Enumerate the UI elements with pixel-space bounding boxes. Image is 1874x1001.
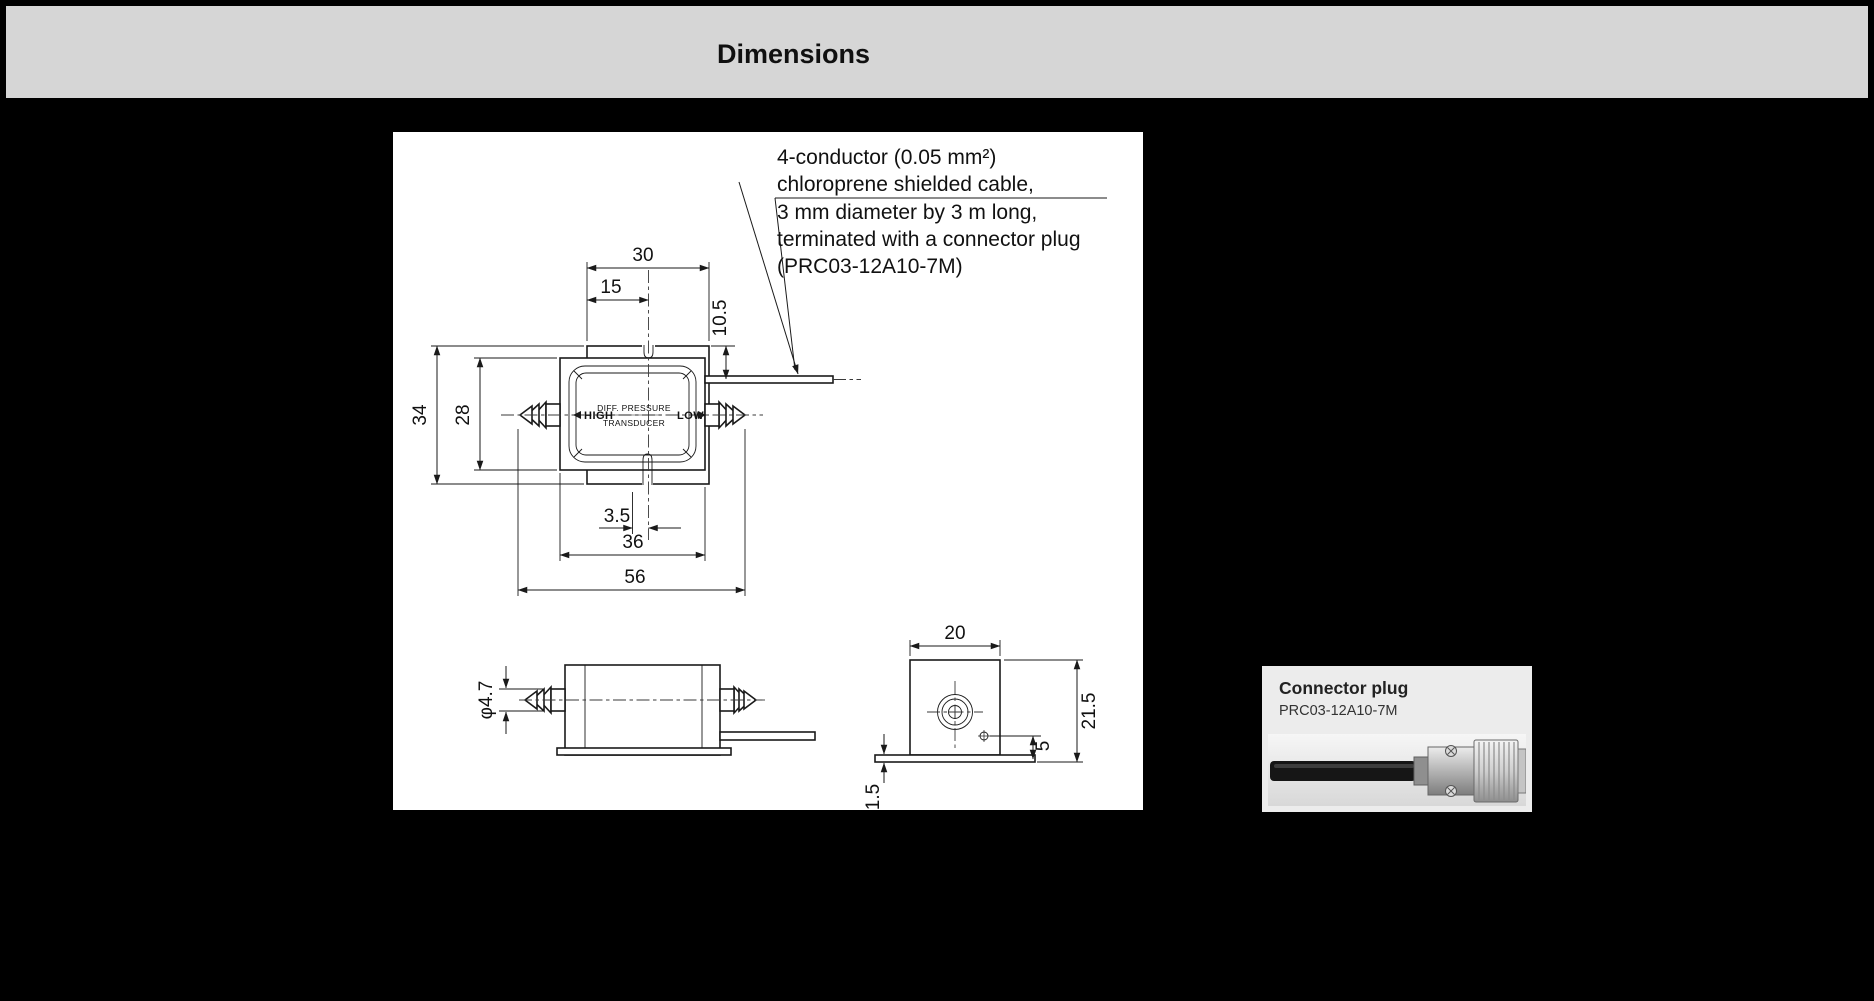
annotation-line-4: terminated with a connector plug (777, 228, 1081, 251)
cable (704, 375, 834, 384)
dim-end-height: 21.5 (1079, 693, 1100, 730)
dim-flange-half-width: 15 (600, 277, 621, 298)
side-cable (719, 731, 816, 741)
connector-plug-model: PRC03-12A10-7M (1279, 703, 1398, 719)
dim-slot-offset: 3.5 (604, 506, 630, 527)
connector-plug-panel: Connector plug PRC03-12A10-7M (1262, 666, 1532, 812)
side-base-plate (556, 747, 732, 756)
annotation-line-3: 3 mm diameter by 3 m long, (777, 201, 1037, 224)
port-label-low: LOW (677, 410, 704, 422)
side-body (564, 664, 721, 756)
dimension-drawing: 4-conductor (0.05 mm²) chloroprene shiel… (410, 146, 1107, 810)
high-arrow-icon (573, 411, 581, 419)
nameplate-line-2: TRANSDUCER (603, 418, 665, 428)
port-label-high: HIGH (584, 410, 614, 422)
header-bar: Dimensions (6, 6, 1868, 98)
screw-icon (1445, 745, 1457, 757)
end-flange (874, 754, 1036, 763)
dim-port-diameter: φ4.7 (476, 681, 497, 720)
dim-body-height: 28 (453, 404, 474, 425)
end-view: 20 21.5 5 1.5 (863, 623, 1100, 810)
dim-flange-thickness: 1.5 (863, 784, 884, 810)
dim-body-width: 36 (622, 532, 643, 553)
transducer-body (559, 357, 706, 471)
connector-plug-image (1268, 734, 1526, 806)
annotation-line-2: chloroprene shielded cable, (777, 173, 1034, 196)
dim-flange-width: 30 (632, 245, 653, 266)
top-view: HIGH LOW DIFF. PRESSURE TRANSDUCER 30 15… (410, 245, 861, 596)
connector-plug-title: Connector plug (1279, 678, 1409, 698)
side-view: φ4.7 (476, 664, 816, 756)
dim-cable-offset: 10.5 (710, 300, 731, 337)
annotation-line-1: 4-conductor (0.05 mm²) (777, 146, 996, 169)
dim-overall-width: 56 (624, 567, 645, 588)
dim-overall-height: 34 (410, 404, 431, 426)
page-title: Dimensions (717, 39, 871, 69)
low-arrow-icon (698, 411, 706, 419)
connector-coupling-ring (1473, 739, 1519, 803)
nameplate-line-1: DIFF. PRESSURE (597, 403, 671, 413)
screw-icon (1445, 785, 1457, 797)
cable-annotation: 4-conductor (0.05 mm²) chloroprene shiel… (738, 146, 1107, 375)
dim-hole-offset: 5 (1033, 741, 1054, 752)
annotation-line-5: (PRC03-12A10-7M) (777, 255, 963, 278)
dim-end-width: 20 (944, 623, 965, 644)
dimensions-drawing-panel: 4-conductor (0.05 mm²) chloroprene shiel… (393, 132, 1143, 810)
